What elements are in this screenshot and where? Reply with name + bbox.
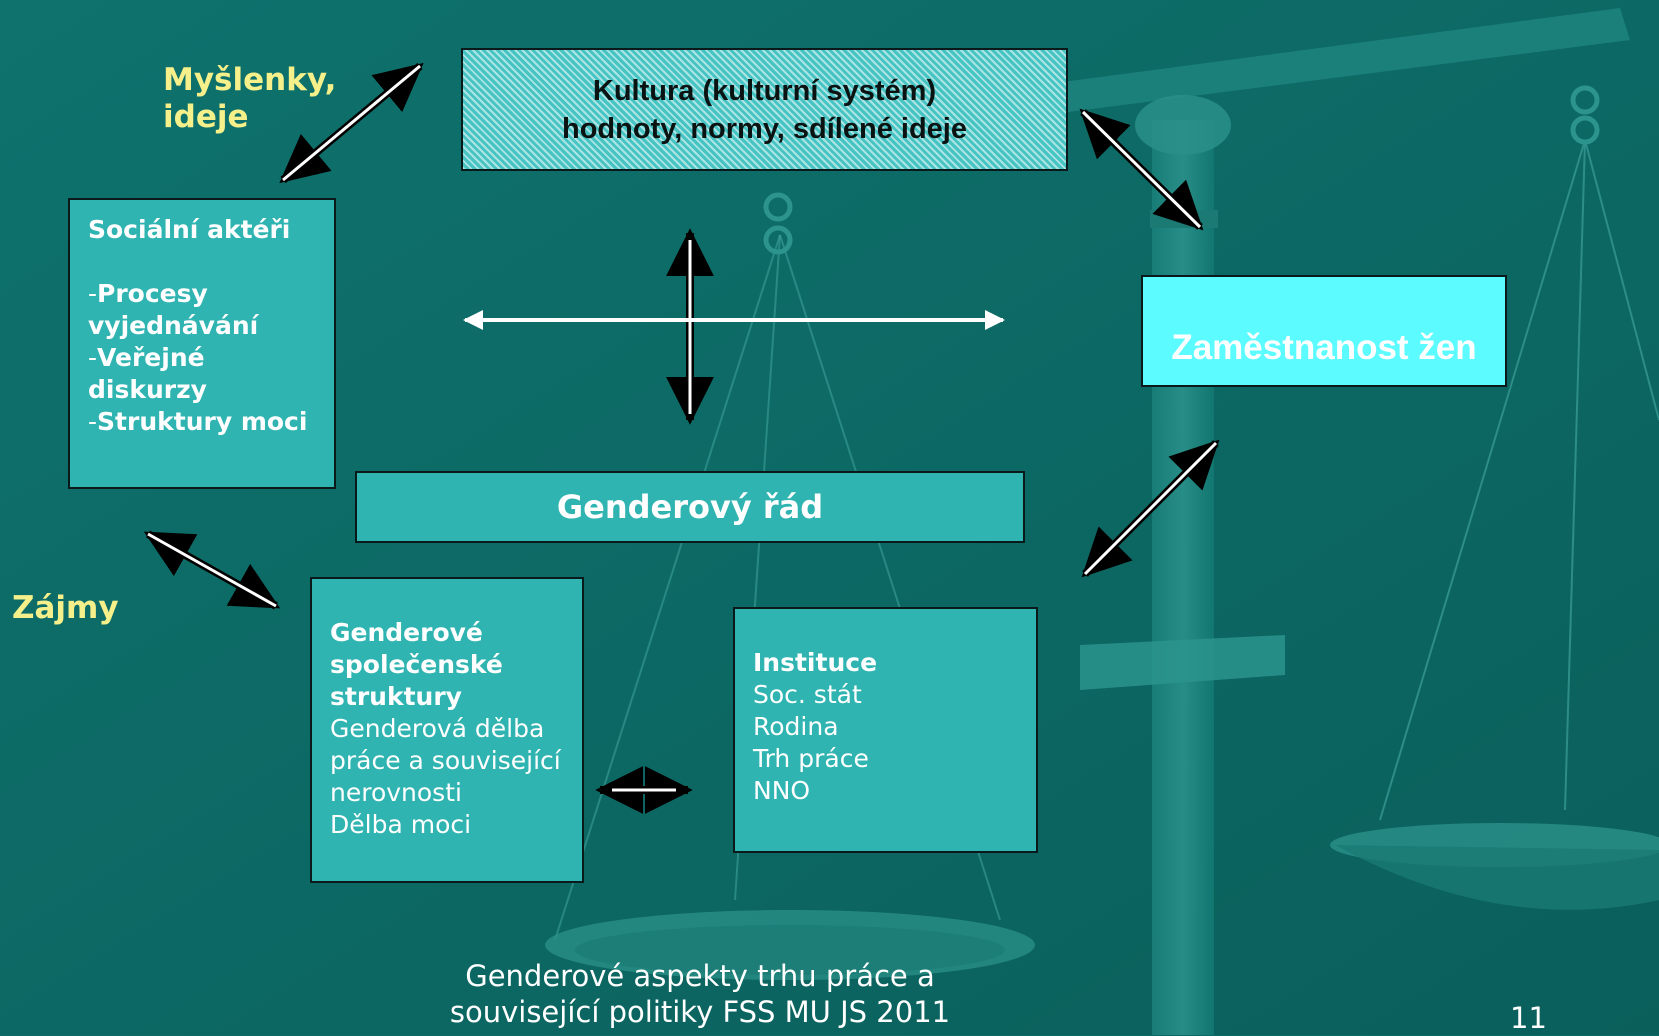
gender-order-title: Genderový řád	[556, 488, 824, 526]
actors-item: -Veřejné	[88, 343, 205, 372]
structures-title-line: Genderové	[330, 618, 483, 647]
institutions-box: Instituce Soc. stát Rodina Trh práce NNO	[733, 607, 1038, 853]
institutions-title: Instituce	[753, 648, 878, 677]
institutions-line: NNO	[753, 776, 811, 805]
gender-order-box: Genderový řád	[355, 471, 1025, 543]
page-number: 11	[1510, 1001, 1547, 1035]
institutions-line: Rodina	[753, 712, 839, 741]
structures-line: Genderová dělba	[330, 714, 545, 743]
structures-title-line: společenské	[330, 650, 503, 679]
actors-item-cont: diskurzy	[88, 375, 207, 404]
culture-subtitle: hodnoty, normy, sdílené ideje	[562, 112, 967, 145]
culture-box: Kultura (kulturní systém) hodnoty, normy…	[461, 48, 1068, 171]
interests-label: Zájmy	[12, 590, 119, 626]
actors-item: -Procesy	[88, 279, 208, 308]
social-actors-title: Sociální aktéři	[88, 215, 291, 244]
ideas-label-line2: ideje	[163, 99, 249, 135]
womens-employment-title: Zaměstnanost žen	[1171, 328, 1477, 367]
ideas-label: Myšlenky, ideje	[163, 62, 336, 136]
footer-line2: související politiky FSS MU JS 2011	[449, 995, 951, 1029]
actors-item: -Struktury moci	[88, 407, 308, 436]
structures-line: nerovnosti	[330, 778, 462, 807]
structures-line: práce a související	[330, 746, 561, 775]
ideas-label-line1: Myšlenky,	[163, 62, 337, 98]
structures-title-line: struktury	[330, 682, 462, 711]
actors-item-cont: vyjednávání	[88, 311, 259, 340]
institutions-line: Trh práce	[753, 744, 869, 773]
culture-title: Kultura (kulturní systém)	[592, 74, 937, 107]
gender-structures-box: Genderové společenské struktury Genderov…	[310, 577, 584, 883]
social-actors-box: Sociální aktéři -Procesy vyjednávání -Ve…	[68, 198, 336, 489]
structures-line: Dělba moci	[330, 810, 472, 839]
footer-line1: Genderové aspekty trhu práce a	[465, 959, 935, 993]
footer: Genderové aspekty trhu práce a souvisejí…	[420, 958, 980, 1030]
institutions-line: Soc. stát	[753, 680, 862, 709]
womens-employment-box: Zaměstnanost žen	[1141, 275, 1507, 387]
